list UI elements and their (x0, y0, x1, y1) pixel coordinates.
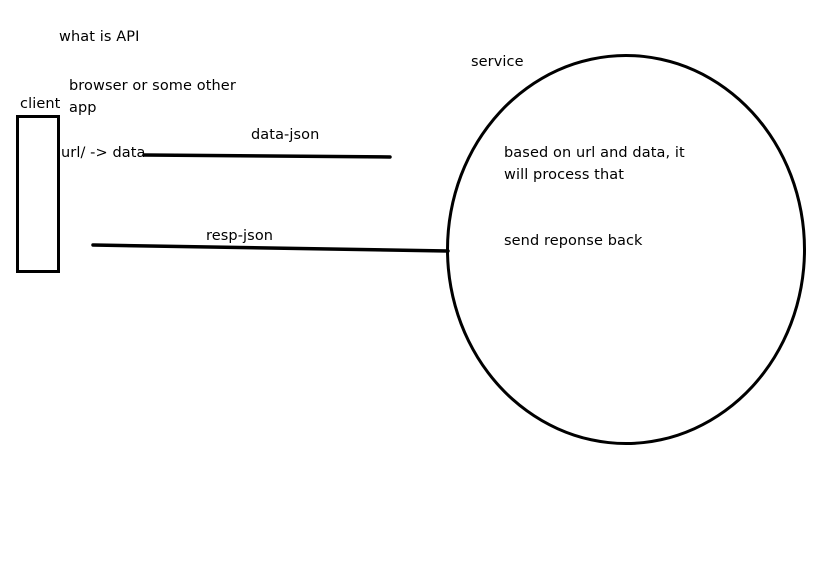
client-box (16, 115, 60, 273)
client-description-line2: app (69, 100, 97, 116)
client-request-text: url/ -> data (61, 145, 146, 161)
client-description-line1: browser or some other (69, 78, 236, 94)
service-label: service (471, 54, 524, 70)
request-line (142, 153, 392, 159)
response-arrow-label: resp-json (206, 228, 274, 244)
client-label: client (20, 96, 61, 112)
service-circle (446, 54, 806, 445)
service-response-text: send reponse back (504, 233, 643, 249)
request-arrow-label: data-json (251, 127, 320, 143)
service-process-line1: based on url and data, it (504, 145, 685, 161)
diagram-title: what is API (59, 29, 140, 45)
service-process-line2: will process that (504, 167, 625, 183)
